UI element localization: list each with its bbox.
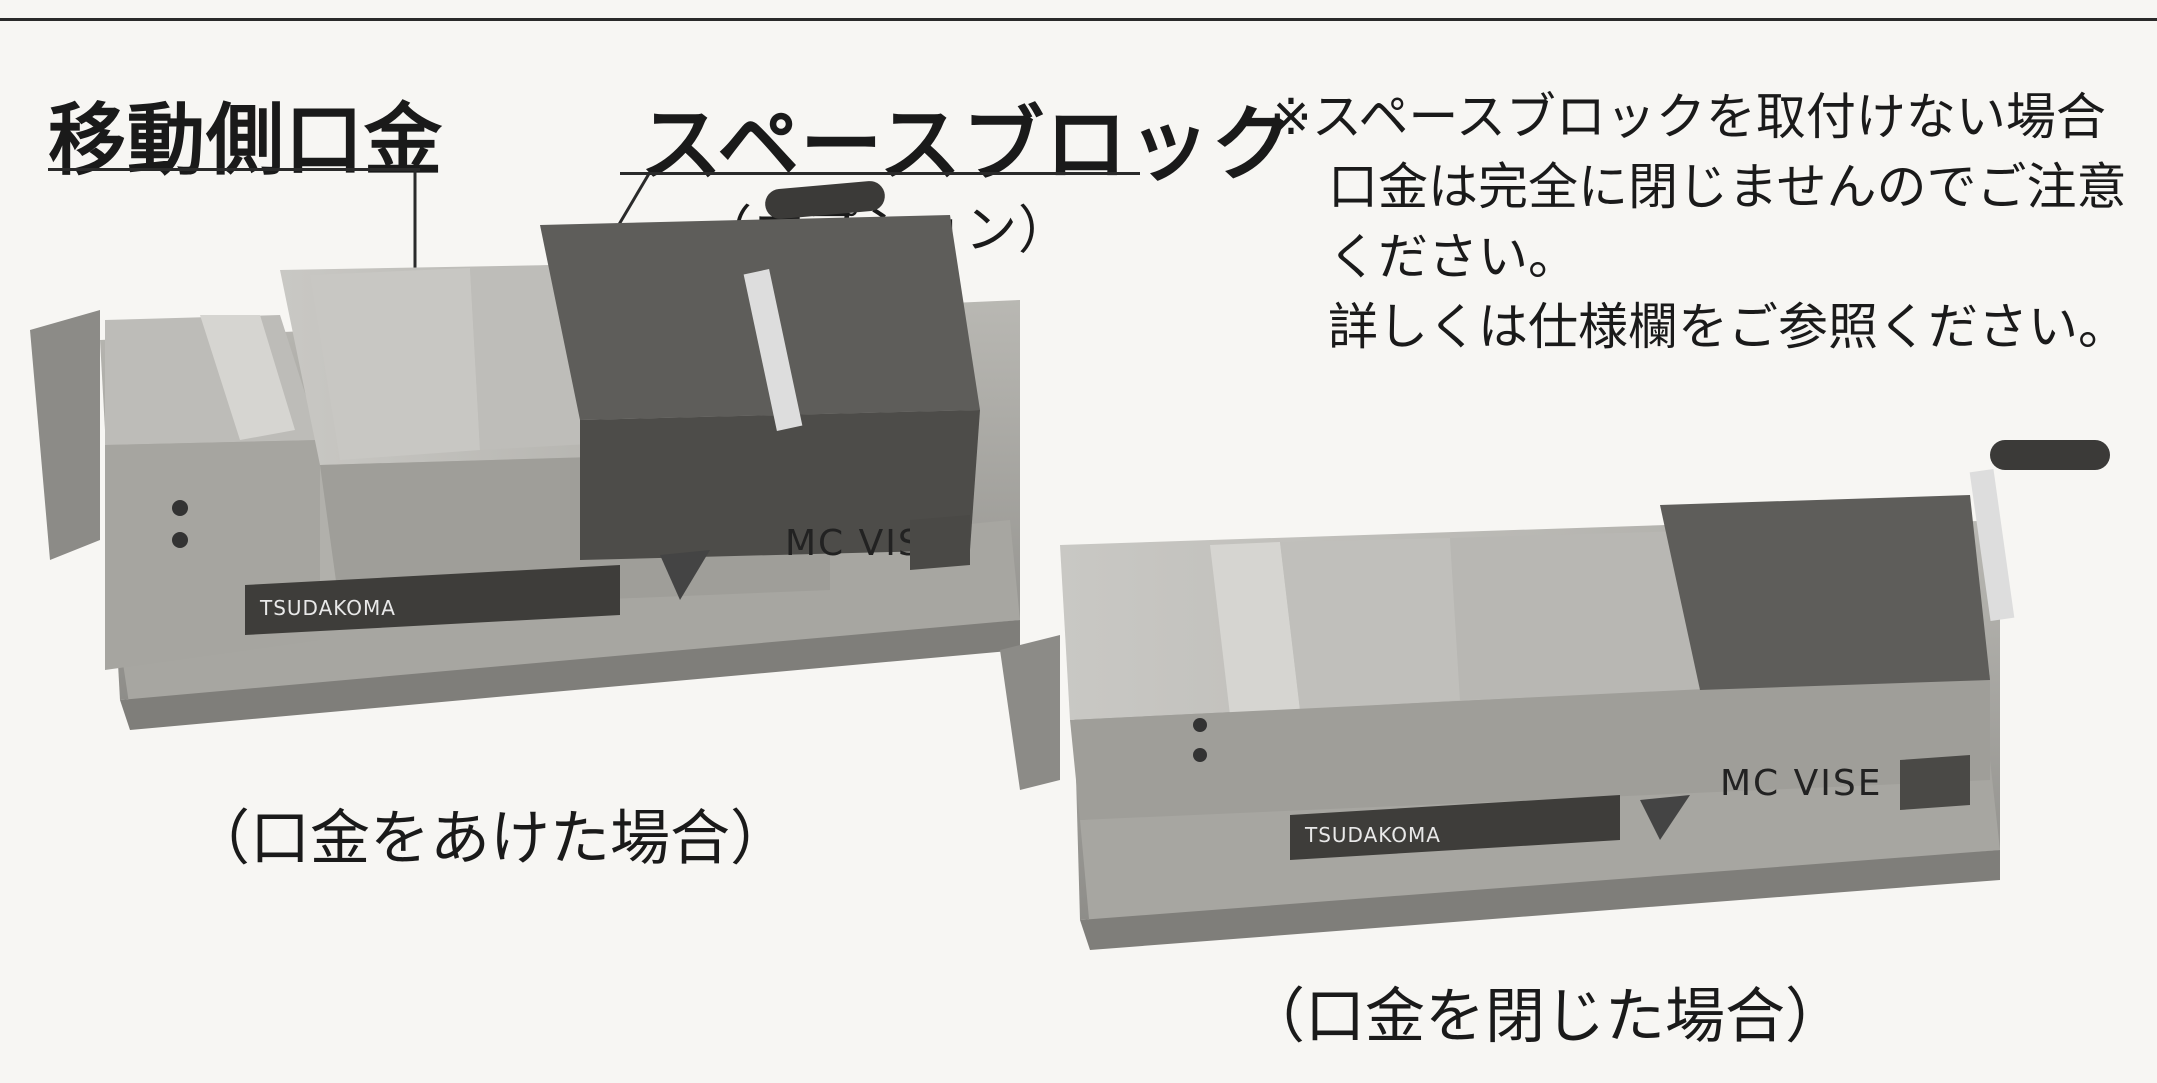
note-line: 詳しくは仕様欄をご参照ください。	[1328, 298, 2128, 356]
moving-jaw-label: 移動側口金	[48, 96, 444, 186]
note-line: 口金は完全に閉じませんのでご注意	[1328, 158, 2127, 216]
vise-closed-photo: TSUDAKOMA MC VISE	[1000, 440, 2110, 950]
caption-open: （口金をあけた場合）	[190, 804, 790, 874]
note-line: ください。	[1328, 228, 1578, 286]
logo-text: TSUDAKOMA	[1304, 823, 1441, 847]
logo-text: TSUDAKOMA	[259, 596, 396, 620]
moving-jaw-underline	[48, 168, 420, 171]
top-rule	[0, 18, 2157, 21]
vise-open-photo: TSUDAKOMA MC VISE	[30, 181, 1020, 730]
space-block-underline	[620, 172, 1140, 175]
model-text: MC VISE	[1720, 763, 1882, 804]
note-line: ※スペースブロックを取付けない場合	[1270, 88, 2106, 146]
note-block: ※スペースブロックを取付けない場合 口金は完全に閉じませんのでご注意 ください。…	[1270, 82, 2128, 362]
space-block-label: スペースブロック	[640, 98, 1295, 193]
caption-closed: （口金を閉じた場合）	[1245, 982, 1845, 1052]
